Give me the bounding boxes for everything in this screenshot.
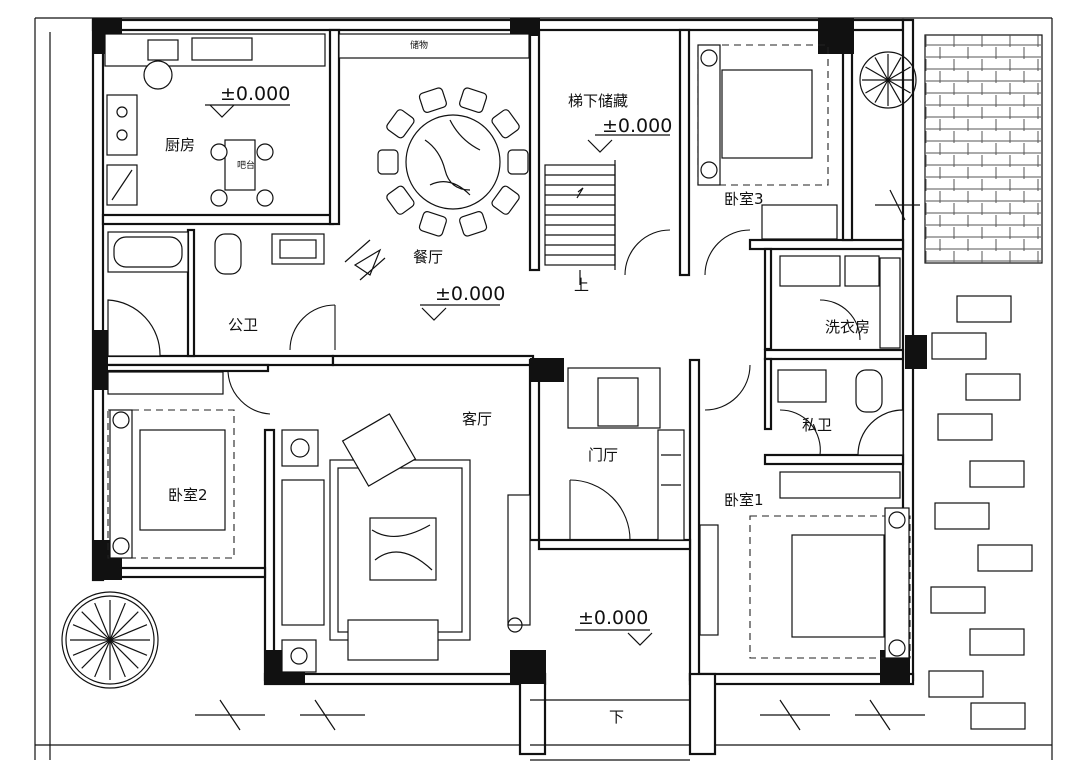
room-label-dining: 餐厅 bbox=[413, 248, 443, 266]
dining-chair bbox=[491, 185, 520, 215]
level-label-dining: ±0.000 bbox=[435, 283, 505, 305]
level-marker-dining bbox=[420, 304, 500, 321]
private-bath-fixtures bbox=[777, 369, 904, 456]
room-label-bedroom3: 卧室3 bbox=[724, 190, 764, 208]
dining-table bbox=[377, 87, 529, 237]
level-marker-entrance bbox=[575, 629, 653, 646]
room-label-bedroom2: 卧室2 bbox=[168, 486, 208, 504]
public-bath-fixtures bbox=[107, 231, 325, 357]
dining-chair bbox=[377, 149, 399, 175]
laundry-fixtures bbox=[779, 255, 901, 349]
stair-down-label: 下 bbox=[609, 708, 624, 726]
room-label-living: 客厅 bbox=[462, 410, 492, 428]
kitchen-fixtures bbox=[104, 33, 326, 207]
level-marker-kitchen bbox=[205, 104, 290, 118]
shrub-top bbox=[859, 51, 917, 109]
dining-chair bbox=[507, 149, 529, 175]
level-label-under-stair: ±0.000 bbox=[602, 115, 672, 137]
storage-shelf bbox=[338, 33, 530, 59]
site-boundary bbox=[34, 17, 1053, 760]
dining-chair bbox=[459, 87, 488, 113]
tree-bottom-left bbox=[61, 591, 159, 689]
level-label-entrance: ±0.000 bbox=[578, 607, 648, 629]
dining-chair bbox=[418, 211, 447, 237]
level-marker-understair bbox=[587, 134, 670, 153]
entrance-steps bbox=[530, 699, 690, 761]
dining-chair bbox=[418, 87, 447, 113]
ground-plants bbox=[195, 189, 925, 731]
doors bbox=[227, 229, 861, 541]
terrace-tiles bbox=[924, 34, 1043, 264]
bedroom2-furniture bbox=[107, 371, 235, 559]
dining-chair bbox=[386, 109, 415, 139]
room-label-kitchen: 厨房 bbox=[165, 136, 195, 154]
room-label-laundry: 洗衣房 bbox=[825, 318, 870, 336]
stair-up-label: 上 bbox=[574, 276, 589, 294]
dining-chair bbox=[386, 185, 415, 215]
room-label-under-stair-storage: 梯下储藏 bbox=[568, 92, 628, 110]
room-label-foyer: 门厅 bbox=[588, 446, 618, 464]
foyer-furniture bbox=[567, 367, 685, 541]
bedroom3-bed bbox=[697, 44, 838, 240]
living-furniture bbox=[281, 413, 531, 673]
room-label-bar: 吧台 bbox=[237, 159, 255, 171]
room-label-public-bath: 公卫 bbox=[228, 316, 258, 334]
level-label-kitchen: ±0.000 bbox=[220, 83, 290, 105]
dining-chair bbox=[459, 211, 488, 237]
room-label-bedroom1: 卧室1 bbox=[724, 491, 764, 509]
stepping-stones bbox=[928, 295, 1033, 730]
dining-chair bbox=[491, 109, 520, 139]
room-label-private-bath: 私卫 bbox=[802, 416, 832, 434]
staircase bbox=[544, 160, 616, 285]
bedroom1-furniture bbox=[699, 471, 911, 659]
room-label-storage: 储物 bbox=[410, 39, 428, 51]
